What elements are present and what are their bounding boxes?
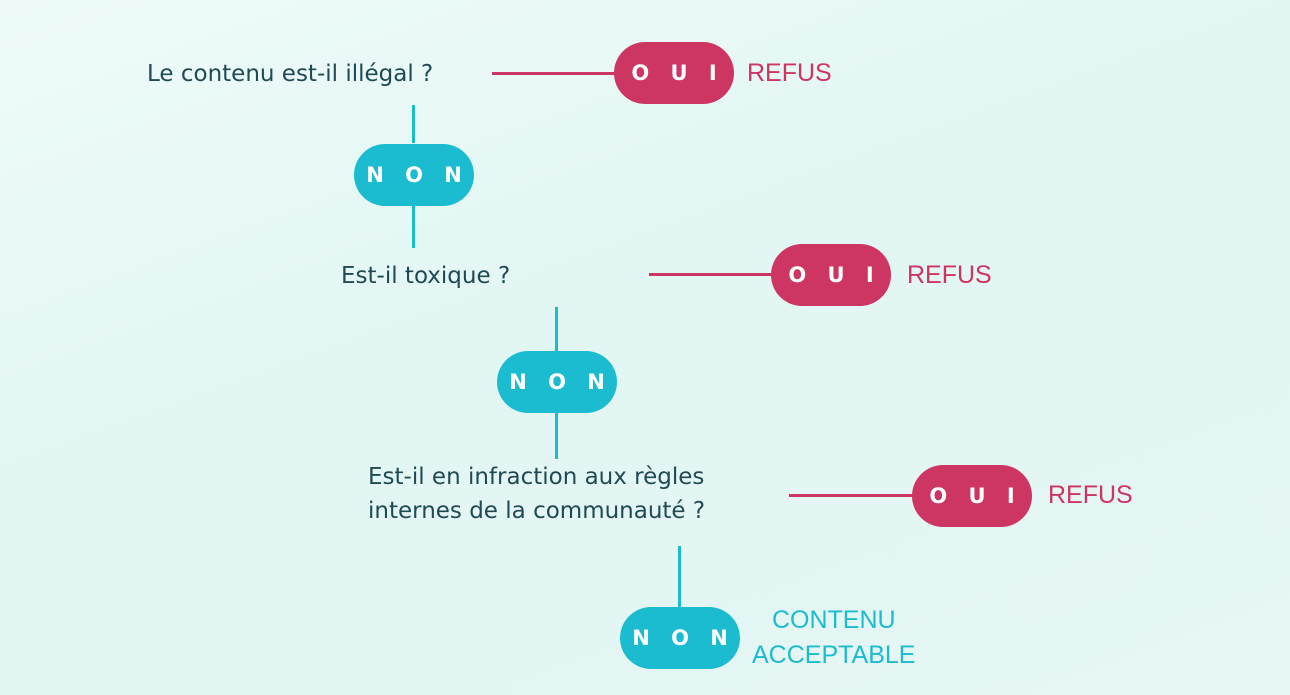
- connector-oui-1: [492, 72, 618, 75]
- refus-label-3: REFUS: [1048, 481, 1133, 509]
- connector-non-1-top: [412, 105, 415, 143]
- non-badge-1: N O N: [354, 144, 474, 206]
- contenu-acceptable-line-1: CONTENU: [771, 606, 896, 634]
- oui-badge-1: O U I: [614, 42, 734, 104]
- question-1: Le contenu est-il illégal ?: [147, 61, 434, 87]
- connector-oui-3: [789, 494, 915, 497]
- refus-label-1: REFUS: [747, 59, 832, 87]
- question-2: Est-il toxique ?: [341, 263, 511, 289]
- connector-non-3: [678, 546, 681, 608]
- oui-badge-3: O U I: [912, 465, 1032, 527]
- refus-label-2: REFUS: [907, 261, 992, 289]
- connector-non-2-bottom: [555, 413, 558, 459]
- non-badge-3: N O N: [620, 607, 740, 669]
- connector-non-2-top: [555, 307, 558, 351]
- contenu-acceptable-label: CONTENU ACCEPTABLE: [752, 603, 915, 673]
- question-3-line-2: internes de la communauté ?: [368, 498, 706, 524]
- oui-badge-2: O U I: [771, 244, 891, 306]
- question-3: Est-il en infraction aux règles internes…: [368, 460, 705, 528]
- connector-oui-2: [649, 273, 775, 276]
- contenu-acceptable-line-2: ACCEPTABLE: [752, 641, 916, 669]
- question-3-line-1: Est-il en infraction aux règles: [368, 464, 705, 490]
- non-badge-2: N O N: [497, 351, 617, 413]
- connector-non-1-bottom: [412, 206, 415, 248]
